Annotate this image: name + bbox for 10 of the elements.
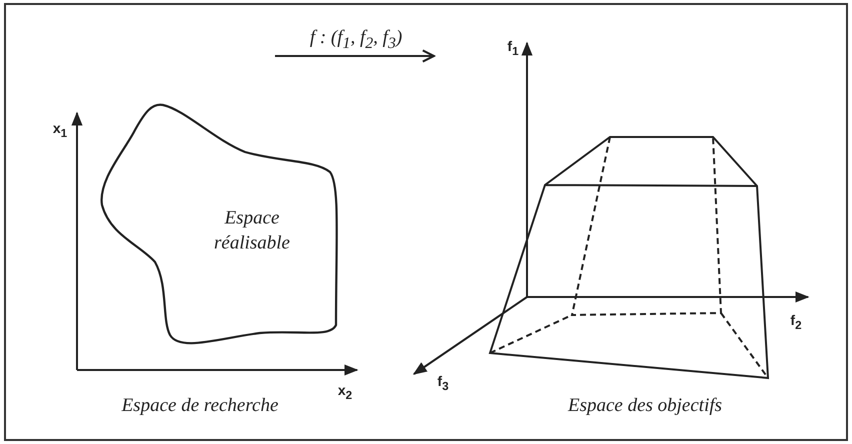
axis-label: f$_{1}$ [507,38,519,58]
caption: Espace de recherche [122,395,278,417]
region-label: Espace réalisable [213,206,291,255]
axis-label: x$_{2}$ [338,382,352,402]
axis-label: x$_{1}$ [52,120,68,140]
region-outline [100,104,338,344]
caption: Espace des objectifs [568,395,722,417]
axis-label: f$_{3}$ [437,373,449,393]
mapping-label: f : (f$_{1}$, f$_{2}$, f$_{3}$) [310,27,402,53]
axis-label: f$_{2}$ [790,312,802,332]
